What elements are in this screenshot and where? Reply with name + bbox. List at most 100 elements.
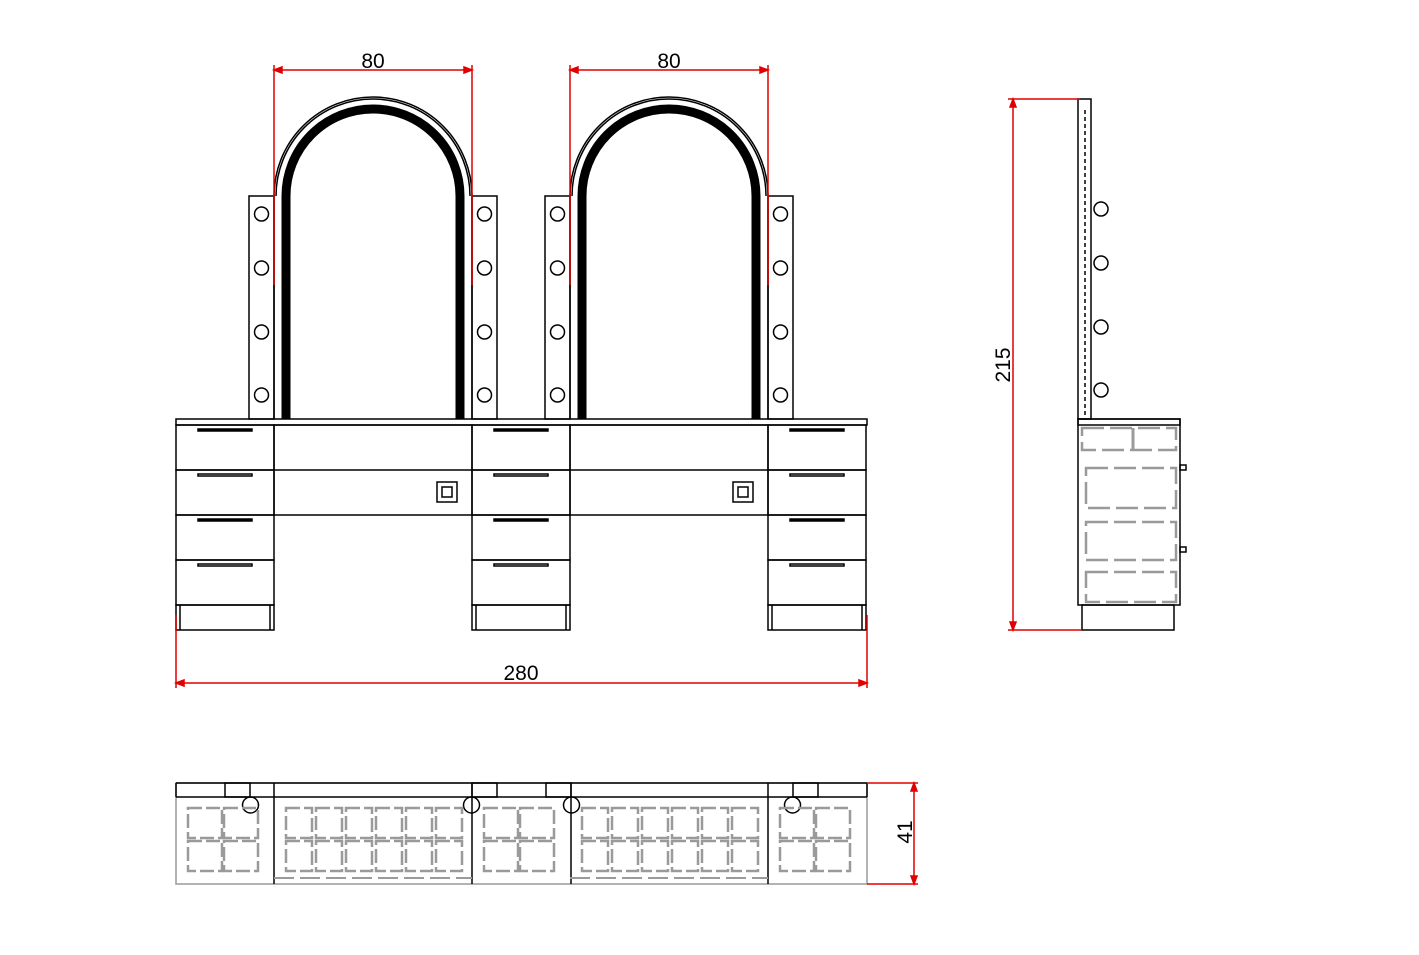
mirror-frame-outer [569, 96, 769, 419]
side-table-top [1077, 418, 1181, 426]
top-hidden-compartment [314, 839, 344, 873]
front-view [175, 96, 868, 631]
top-hidden-compartment [700, 839, 730, 873]
light-post [248, 195, 275, 420]
arrow-icon [909, 875, 919, 887]
top-view [175, 782, 868, 885]
light-bulb-icon [253, 324, 270, 340]
light-bulb-icon [549, 260, 566, 276]
drawer-handle [197, 428, 253, 432]
top-hidden-compartment [434, 839, 464, 873]
light-bulb-icon [253, 206, 270, 222]
light-bulb-icon [1093, 255, 1109, 271]
arrow-icon [858, 678, 870, 688]
light-post [544, 195, 571, 420]
light-bulb-icon [253, 260, 270, 276]
side-hidden-drawer [1084, 570, 1178, 604]
side-handle-icon [1179, 464, 1187, 471]
top-hidden-compartment [730, 806, 760, 840]
drawer-knob-inner [737, 486, 749, 498]
top-hidden-compartment [186, 806, 224, 840]
light-bulb-icon [1093, 382, 1109, 398]
top-hidden-compartment [670, 839, 700, 873]
light-bulb-icon [1093, 319, 1109, 335]
drawer-knob [732, 481, 754, 503]
top-hidden-compartment [374, 839, 404, 873]
top-hidden-compartment [284, 839, 314, 873]
top-hidden-compartment [222, 806, 260, 840]
top-hidden-compartment [730, 839, 760, 873]
drawer-handle [789, 518, 845, 522]
side-hidden-drawer [1084, 466, 1178, 510]
arrow-icon [759, 65, 771, 75]
table-top [175, 418, 868, 426]
side-view [1077, 98, 1187, 631]
top-post [471, 782, 498, 798]
top-hidden-compartment [610, 806, 640, 840]
mirror-frame-line [275, 98, 471, 197]
light-post [471, 195, 498, 420]
drawer-handle [789, 473, 845, 477]
top-hidden-compartment [482, 806, 520, 840]
top-hidden-compartment [814, 806, 852, 840]
plinth [471, 604, 571, 631]
drawer-knob-inner [441, 486, 453, 498]
top-hidden-compartment [814, 839, 852, 873]
top-outline [175, 782, 868, 885]
top-hidden-compartment [186, 839, 224, 873]
dimension-lines [173, 65, 1082, 887]
drawer-handle [493, 518, 549, 522]
top-hidden-compartment [580, 839, 610, 873]
top-hidden-compartment [374, 806, 404, 840]
mirror-inner-border [281, 104, 465, 419]
arrow-icon [173, 678, 185, 688]
dim-mirror-right-width: 80 [657, 50, 680, 73]
mirror-frame-line [571, 98, 767, 197]
side-cabinet [1077, 418, 1181, 606]
drawer-handle [197, 563, 253, 567]
top-hidden-compartment [434, 806, 464, 840]
arrow-icon [567, 65, 579, 75]
light-bulb-icon [772, 260, 789, 276]
light-bulb-icon [476, 387, 493, 403]
drawer-handle [789, 563, 845, 567]
light-bulb-icon [783, 796, 802, 814]
arrow-icon [1008, 96, 1018, 108]
top-hidden-compartment [778, 839, 816, 873]
drawer-handle [197, 473, 253, 477]
plinth [175, 604, 275, 631]
light-bulb-icon [772, 387, 789, 403]
dim-mirror-left-width: 80 [361, 50, 384, 73]
light-bulb-icon [476, 260, 493, 276]
drawer-handle [197, 518, 253, 522]
top-hidden-compartment [404, 839, 434, 873]
light-bulb-icon [476, 206, 493, 222]
light-bulb-icon [772, 206, 789, 222]
plinth [767, 604, 867, 631]
mirror-frame-outer [273, 96, 473, 419]
drawer-knob [436, 481, 458, 503]
top-hidden-compartment [222, 839, 260, 873]
light-bulb-icon [772, 324, 789, 340]
top-post [792, 782, 819, 798]
light-bulb-icon [241, 796, 260, 814]
arrow-icon [1008, 621, 1018, 633]
side-plinth [1081, 604, 1175, 631]
light-bulb-icon [549, 387, 566, 403]
dim-total-height: 215 [992, 347, 1015, 382]
arrow-icon [463, 65, 475, 75]
dim-depth: 41 [894, 820, 917, 843]
top-hidden-compartment [314, 806, 344, 840]
drawer-handle [493, 428, 549, 432]
top-hidden-compartment [284, 806, 314, 840]
top-hidden-compartment [610, 839, 640, 873]
light-bulb-icon [476, 324, 493, 340]
side-handle-icon [1179, 546, 1187, 553]
top-hidden-compartment [404, 806, 434, 840]
dim-total-width: 280 [503, 662, 538, 685]
light-post [767, 195, 794, 420]
drawer-handle [789, 428, 845, 432]
side-hidden-drawer [1080, 426, 1178, 452]
top-hidden-compartment [640, 839, 670, 873]
